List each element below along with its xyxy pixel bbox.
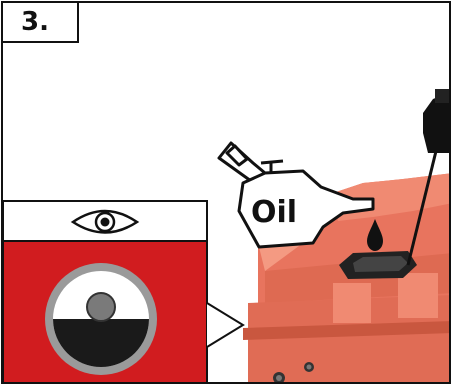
step-number-box: 3. xyxy=(3,3,79,43)
oil-can-icon: Oil xyxy=(217,141,375,249)
oil-level-sight-glass-icon xyxy=(45,263,157,375)
dipstick xyxy=(406,89,449,266)
step-number: 3. xyxy=(21,7,49,37)
instruction-illustration: Oil xyxy=(3,89,449,382)
oil-drop-icon xyxy=(367,219,383,251)
oil-label: Oil xyxy=(251,195,297,230)
eye-icon xyxy=(70,209,140,234)
